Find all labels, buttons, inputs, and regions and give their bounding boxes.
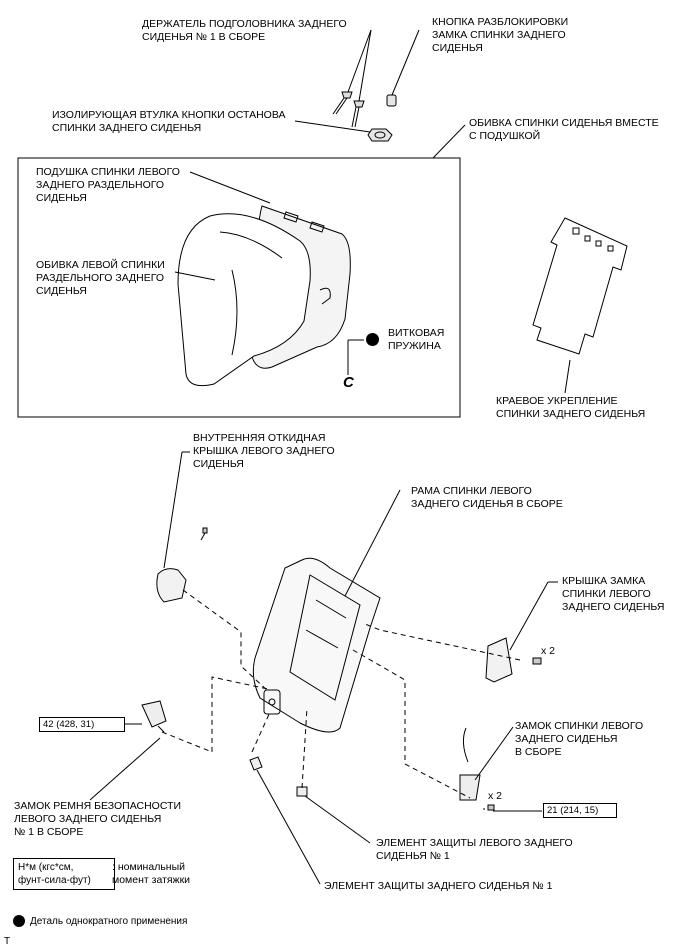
hog-ring-mark: C bbox=[343, 374, 354, 391]
rear-protector-part bbox=[249, 756, 263, 771]
left-protector-part bbox=[296, 786, 308, 797]
seatback-detail-box bbox=[17, 157, 461, 418]
unlock-button-label: КНОПКА РАЗБЛОКИРОВКИ ЗАМКА СПИНКИ ЗАДНЕГ… bbox=[432, 16, 569, 54]
corner-mark: T bbox=[4, 936, 11, 947]
stop-button-sleeve-label: ИЗОЛИРУЮЩАЯ ВТУЛКА КНОПКИ ОСТАНОВА СПИНК… bbox=[52, 109, 286, 134]
non-reusable-marker bbox=[366, 333, 379, 346]
frame-label: РАМА СПИНКИ ЛЕВОГО ЗАДНЕГО СИДЕНЬЯ В СБО… bbox=[411, 485, 563, 510]
torque-unit-legend: Н*м (кгс*см, фунт-сила-фут) bbox=[13, 858, 115, 890]
torque-belt-box: 42 (428, 31) bbox=[39, 717, 125, 732]
headrest-holder-label: ДЕРЖАТЕЛЬ ПОДГОЛОВНИКА ЗАДНЕГО СИДЕНЬЯ №… bbox=[142, 18, 347, 43]
rear-protector-label: ЭЛЕМЕНТ ЗАЩИТЫ ЗАДНЕГО СИДЕНЬЯ № 1 bbox=[324, 880, 553, 892]
unlock-button-part bbox=[386, 94, 397, 107]
left-protector-label: ЭЛЕМЕНТ ЗАЩИТЫ ЛЕВОГО ЗАДНЕГО СИДЕНЬЯ № … bbox=[376, 837, 573, 862]
back-lock-qty: x 2 bbox=[488, 790, 503, 802]
edge-support-part bbox=[532, 217, 628, 355]
seatback-frame-part bbox=[252, 557, 381, 733]
seatback-cover-part bbox=[177, 213, 311, 387]
back-lock-part bbox=[459, 727, 495, 811]
lock-cover-label: КРЫШКА ЗАМКА СПИНКИ ЛЕВОГО ЗАДНЕГО СИДЕН… bbox=[562, 575, 665, 613]
non-reusable-legend-dot bbox=[13, 915, 25, 927]
stop-button-sleeve-part bbox=[367, 128, 393, 142]
headrest-holder-part bbox=[332, 91, 365, 128]
belt-buckle-part bbox=[141, 700, 167, 733]
non-reusable-legend: Деталь однократного применения bbox=[30, 916, 188, 927]
torque-desc-legend: : номинальный момент затяжки bbox=[112, 861, 191, 886]
edge-support-label: КРАЕВОЕ УКРЕПЛЕНИЕ СПИНКИ ЗАДНЕГО СИДЕНЬ… bbox=[496, 395, 646, 420]
back-pad-label: ПОДУШКА СПИНКИ ЛЕВОГО ЗАДНЕГО РАЗДЕЛЬНОГ… bbox=[36, 166, 180, 204]
hog-ring-label: ВИТКОВАЯ ПРУЖИНА bbox=[388, 327, 445, 352]
lock-cover-qty: x 2 bbox=[541, 645, 556, 657]
torque-lock-box: 21 (214, 15) bbox=[543, 803, 617, 818]
back-lock-label: ЗАМОК СПИНКИ ЛЕВОГО ЗАДНЕГО СИДЕНЬЯ В СБ… bbox=[515, 720, 644, 758]
inner-hinge-cover-part bbox=[156, 527, 208, 603]
back-cover-label: ОБИВКА ЛЕВОЙ СПИНКИ РАЗДЕЛЬНОГО ЗАДНЕГО … bbox=[36, 259, 165, 297]
cover-with-pad-label: ОБИВКА СПИНКИ СИДЕНЬЯ ВМЕСТЕ С ПОДУШКОЙ bbox=[469, 117, 659, 142]
inner-hinge-cover-label: ВНУТРЕННЯЯ ОТКИДНАЯ КРЫШКА ЛЕВОГО ЗАДНЕГ… bbox=[193, 432, 335, 470]
belt-buckle-label: ЗАМОК РЕМНЯ БЕЗОПАСНОСТИ ЛЕВОГО ЗАДНЕГО … bbox=[14, 800, 182, 838]
lock-cover-part bbox=[485, 637, 542, 683]
